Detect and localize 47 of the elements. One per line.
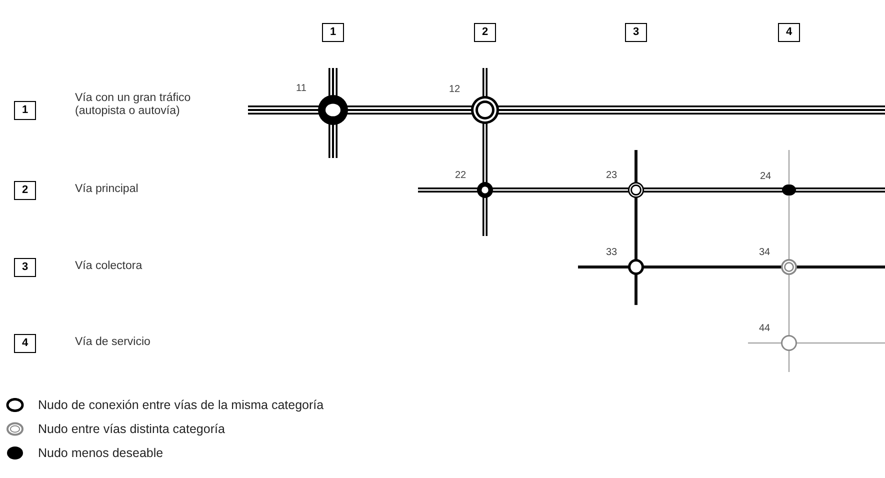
- number-box: 1: [322, 22, 344, 42]
- road-line: [482, 197, 488, 236]
- road-type-label: Vía de servicio: [75, 336, 152, 349]
- road-line: [643, 188, 783, 192]
- legend-text: Nudo entre vías distinta categoría: [38, 420, 225, 438]
- junction-number: 44: [759, 323, 770, 334]
- road-line: [482, 68, 488, 97]
- road-line: [634, 150, 638, 183]
- number-box: 4: [778, 22, 800, 42]
- junction-number: 33: [606, 247, 618, 258]
- road-line: [418, 188, 478, 192]
- road-line: [788, 150, 790, 184]
- road-line: [482, 123, 488, 183]
- road-type-label: Vía principal: [75, 183, 140, 196]
- number-box: 2: [14, 180, 36, 200]
- road-line: [328, 68, 338, 96]
- road-line: [634, 197, 638, 260]
- junction-number: 12: [449, 84, 460, 95]
- road-line: [634, 274, 638, 305]
- road-line: [492, 188, 629, 192]
- road-line: [788, 350, 790, 372]
- number-box: 4: [14, 334, 36, 352]
- road-line: [643, 266, 782, 268]
- junction-number: 22: [455, 170, 466, 181]
- legend-text: Nudo de conexión entre vías de la misma categoría: [38, 396, 324, 414]
- road-line: [328, 124, 338, 158]
- road-line: [795, 188, 885, 192]
- road-line: [748, 342, 782, 344]
- junction-number: 24: [760, 171, 772, 182]
- road-line: [796, 342, 885, 344]
- number-box: 3: [625, 22, 647, 42]
- junction-number: 23: [606, 170, 618, 181]
- legend-text: Nudo menos deseable: [38, 444, 164, 462]
- road-line: [788, 196, 790, 260]
- road-line: [347, 106, 472, 114]
- number-box: 3: [14, 258, 36, 276]
- road-line: [578, 266, 629, 268]
- road-line: [498, 106, 885, 114]
- number-box: 1: [14, 100, 36, 120]
- junction-number: 11: [296, 83, 306, 94]
- road-line: [788, 274, 790, 336]
- road-line: [796, 266, 885, 268]
- number-box: 2: [474, 22, 496, 42]
- road-type-label: Vía colectora: [75, 260, 144, 273]
- road-line: [248, 106, 319, 114]
- road-type-label: Vía con un gran tráfico (autopista o autovía): [75, 92, 192, 118]
- junction-number: 34: [759, 247, 770, 258]
